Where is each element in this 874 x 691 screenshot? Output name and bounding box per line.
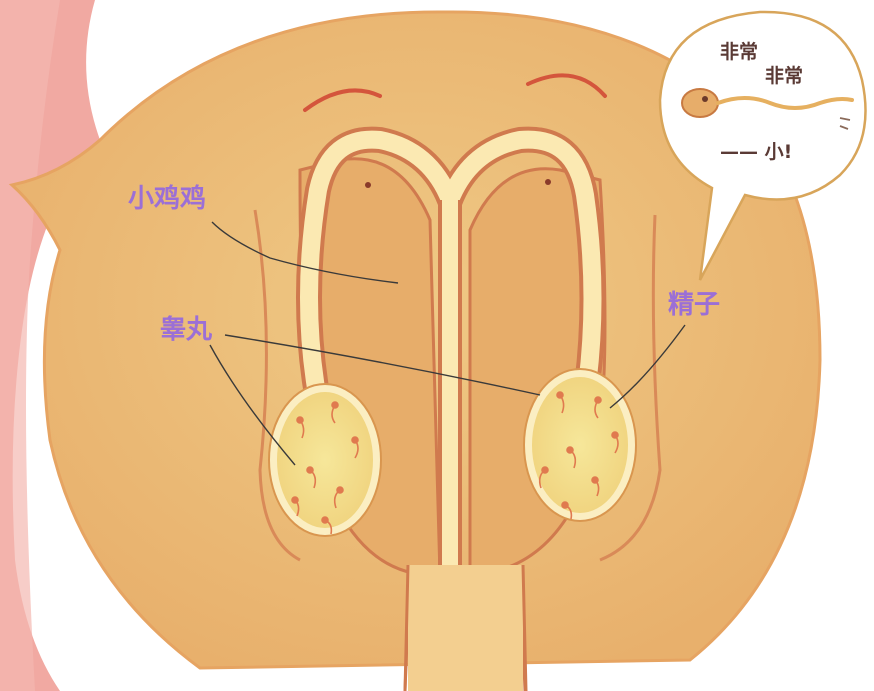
label-penis: 小鸡鸡 (128, 183, 206, 214)
testis-left (273, 388, 377, 532)
label-testis: 睾丸 (160, 314, 213, 345)
bubble-line-2: 非常 (765, 64, 803, 87)
bubble-line-3: —— 小! (720, 141, 792, 163)
tip-right (545, 179, 551, 185)
tip-left (365, 182, 371, 188)
bubble-line-1: 非常 (720, 40, 758, 63)
penis-fill (408, 565, 523, 691)
label-sperm: 精子 (668, 290, 720, 320)
testis-right (528, 373, 632, 517)
